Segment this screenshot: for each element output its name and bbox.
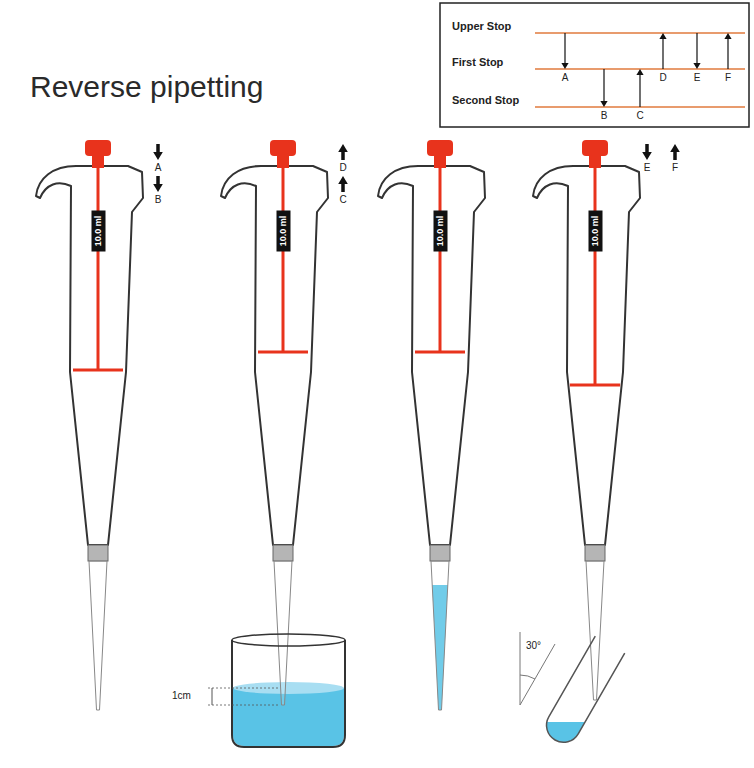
plunger-stem [92, 154, 104, 168]
dimension-line [208, 688, 280, 689]
volume-text: 10.0 ml [435, 216, 445, 247]
release-arrow [670, 144, 680, 160]
plunger-rod [282, 166, 285, 352]
pipette-body [221, 166, 328, 545]
tip-cone [273, 545, 293, 561]
step-letter: E [694, 72, 701, 84]
tip-cone [430, 545, 450, 561]
step-letter: B [601, 110, 608, 122]
plunger-button [427, 140, 453, 156]
stroke-arrow [724, 33, 731, 69]
stop-name: Second Stop [452, 94, 519, 107]
plunger-button [270, 140, 296, 156]
pipette-body [36, 166, 143, 545]
stroke-arrow [659, 33, 666, 69]
step-letter: C [339, 194, 346, 206]
title: Reverse pipetting [30, 70, 263, 105]
step-letter: A [562, 72, 569, 84]
release-arrow [338, 176, 348, 192]
beaker-liquid [233, 688, 344, 746]
volume-display: 10.0 ml [276, 211, 290, 252]
pipette-body [533, 166, 640, 545]
tip-cone [88, 545, 108, 561]
stroke-arrow [636, 69, 643, 107]
angle-line [520, 644, 555, 705]
volume-text: 10.0 ml [590, 216, 600, 247]
pipette [533, 140, 640, 700]
step-letter: F [672, 162, 678, 174]
angle-reference [520, 632, 521, 705]
pipette [221, 140, 328, 705]
step-letter: D [339, 162, 346, 174]
pipette-tip [274, 561, 292, 705]
volume-display: 10.0 ml [433, 211, 447, 252]
piston [415, 351, 465, 354]
plunger-rod [439, 166, 442, 352]
step-letter: B [155, 194, 162, 206]
dimension-bracket [212, 688, 213, 705]
press-arrow [153, 176, 163, 192]
step-letter: D [659, 72, 666, 84]
plunger-button [582, 140, 608, 156]
tip-cone [585, 545, 605, 561]
plunger-stem [277, 154, 289, 168]
step-letter: A [155, 162, 162, 174]
plunger-stem [434, 154, 446, 168]
stop-name: Upper Stop [452, 20, 511, 33]
plunger-rod [594, 166, 597, 385]
pipette-body [378, 166, 485, 545]
stroke-arrow [600, 69, 607, 107]
angle-label: 30° [526, 640, 541, 652]
volume-text: 10.0 ml [278, 216, 288, 247]
piston [570, 384, 620, 387]
inset-frame [440, 3, 749, 127]
test-tube [540, 636, 624, 748]
plunger-button [85, 140, 111, 156]
release-arrow [338, 144, 348, 160]
pipette-tip [431, 561, 449, 710]
tube-liquid [510, 722, 600, 762]
stroke-arrow [561, 33, 568, 69]
volume-display: 10.0 ml [588, 211, 602, 252]
step-letter: E [644, 162, 651, 174]
stop-line [535, 32, 745, 34]
press-arrow [153, 144, 163, 160]
volume-text: 10.0 ml [93, 216, 103, 247]
angle-arc [520, 675, 535, 679]
beaker-rim [232, 634, 345, 646]
pipette-tip [586, 561, 604, 700]
piston [258, 351, 308, 354]
stroke-arrow [693, 33, 700, 69]
pipette [36, 140, 143, 710]
plunger-stem [589, 154, 601, 168]
pipette-tip [89, 561, 107, 710]
press-arrow [642, 144, 652, 160]
beaker [232, 640, 345, 747]
stop-name: First Stop [452, 56, 503, 69]
piston [73, 369, 123, 372]
step-letter: C [636, 110, 643, 122]
volume-display: 10.0 ml [91, 211, 105, 252]
pipette [378, 140, 485, 710]
dimension-label: 1cm [172, 690, 191, 702]
step-letter: F [725, 72, 731, 84]
dimension-line [208, 705, 280, 706]
plunger-rod [97, 166, 100, 370]
